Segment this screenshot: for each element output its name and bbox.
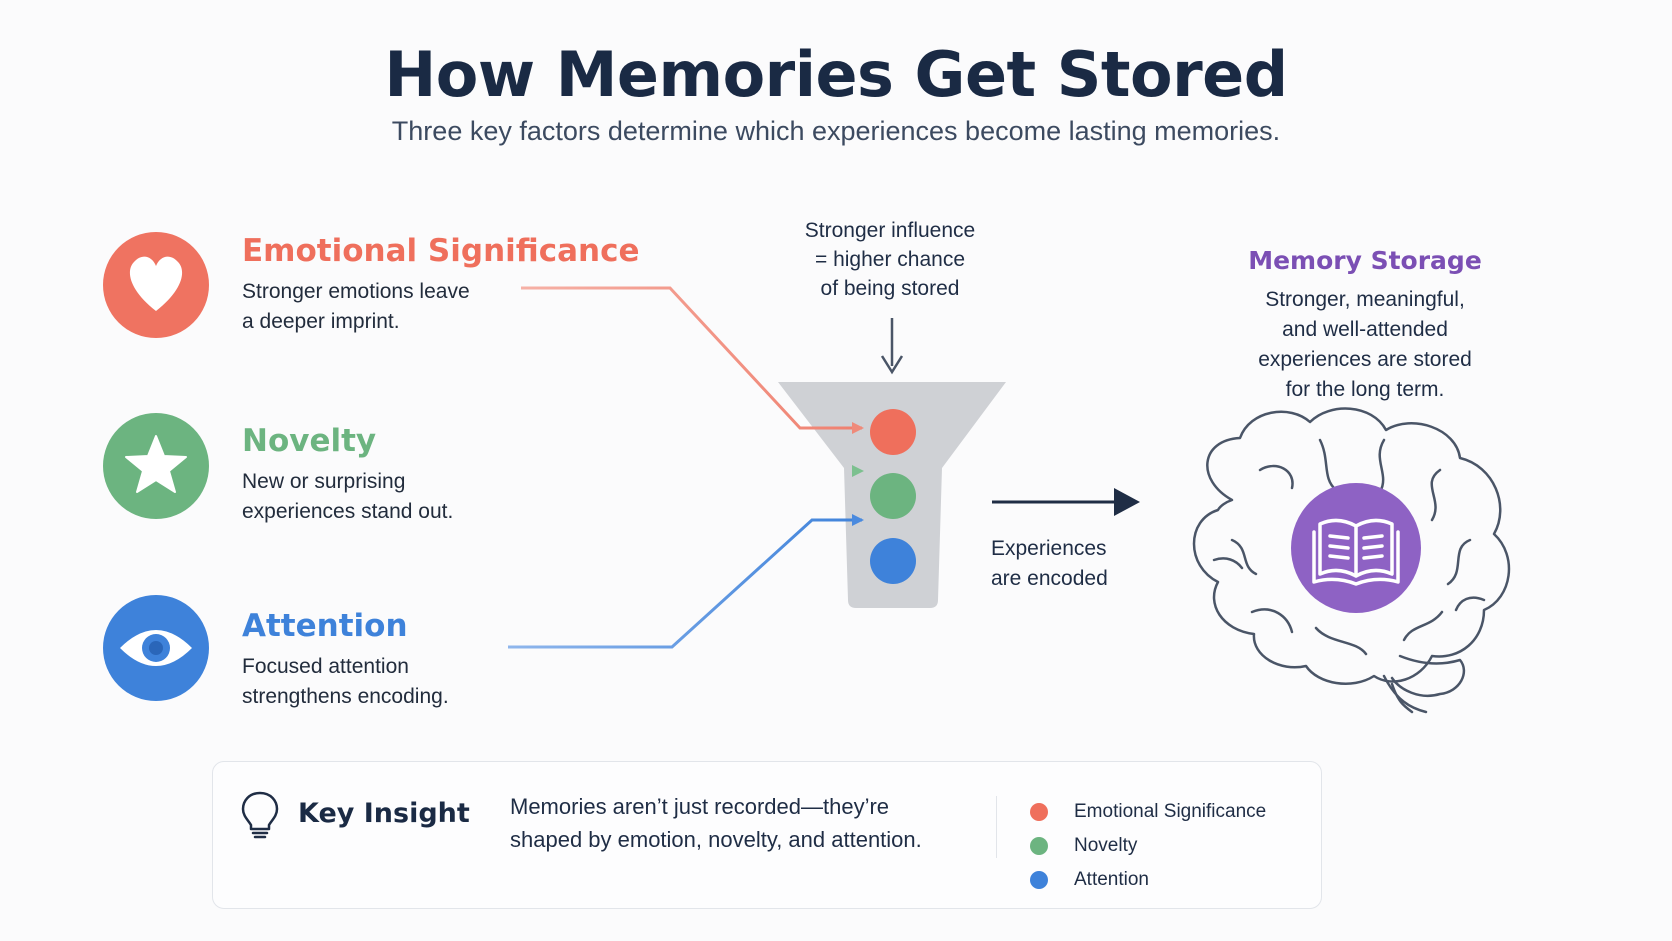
factor-emotional-desc-line2: a deeper imprint. (242, 310, 400, 333)
factor-attention-desc: Focused attention strengthens encoding. (242, 652, 512, 712)
legend-item-emotional: Emotional Significance (1030, 795, 1266, 829)
heart-icon (129, 256, 183, 311)
down-arrow-icon (880, 318, 904, 375)
key-insight-line1: Memories aren’t just recorded—they’re (510, 794, 890, 819)
factor-novelty-desc: New or surprising experiences stand out. (242, 467, 512, 527)
legend-label-emotional: Emotional Significance (1074, 801, 1267, 822)
factor-novelty-title: Novelty (242, 423, 377, 459)
funnel-dot-attention (870, 538, 916, 584)
factor-novelty-desc-line1: New or surprising (242, 470, 406, 493)
factor-emotional: Emotional Significance Stronger emotions… (242, 233, 640, 337)
key-insight-panel (212, 761, 1322, 909)
funnel-note-line2: = higher chance (814, 248, 966, 271)
storage-title: Memory Storage (1248, 246, 1482, 275)
factor-attention-desc-line2: strengthens encoding. (242, 685, 449, 708)
factor-attention-desc-line1: Focused attention (242, 655, 409, 678)
storage-desc-line3: experiences are stored (1258, 348, 1472, 371)
factor-emotional-desc-line1: Stronger emotions leave (242, 280, 470, 303)
lightbulb-icon (241, 791, 279, 839)
right-arrow-icon (992, 488, 1140, 516)
key-insight-title: Key Insight (298, 798, 470, 829)
legend-item-attention: Attention (1030, 863, 1266, 897)
brain-illustration (1192, 407, 1511, 714)
funnel-dot-novelty (870, 473, 916, 519)
storage-desc: Stronger, meaningful, and well-attended … (1225, 285, 1505, 405)
factor-attention-title: Attention (242, 608, 408, 644)
storage-desc-line1: Stronger, meaningful, (1265, 288, 1465, 311)
storage-desc-line2: and well-attended (1282, 318, 1448, 341)
encoded-note: Experiences are encoded (991, 534, 1108, 594)
factor-emotional-title: Emotional Significance (242, 233, 640, 269)
funnel-note: Stronger influence = higher chance of be… (770, 216, 1010, 303)
funnel-note-line1: Stronger influence (804, 219, 976, 242)
eye-icon (120, 630, 192, 666)
encoded-note-line2: are encoded (991, 567, 1108, 590)
star-icon (125, 435, 187, 493)
key-insight-text: Memories aren’t just recorded—they’re sh… (510, 790, 980, 856)
factor-attention: Attention Focused attention strengthens … (242, 608, 512, 712)
legend-dot-attention (1030, 871, 1048, 889)
funnel-dot-emotional (870, 409, 916, 455)
emotional-connector (521, 286, 864, 434)
factor-novelty-desc-line2: experiences stand out. (242, 500, 454, 523)
page-title: How Memories Get Stored (384, 38, 1288, 111)
legend: Emotional Significance Novelty Attention (1030, 795, 1266, 897)
factor-novelty: Novelty New or surprising experiences st… (242, 423, 512, 527)
funnel-note-line3: of being stored (820, 277, 960, 300)
attention-connector (508, 514, 864, 649)
legend-label-novelty: Novelty (1074, 835, 1138, 856)
page-subtitle: Three key factors determine which experi… (391, 116, 1281, 146)
factor-emotional-desc: Stronger emotions leave a deeper imprint… (242, 277, 512, 337)
storage-desc-line4: for the long term. (1285, 378, 1445, 401)
legend-dot-emotional (1030, 803, 1048, 821)
encoded-note-line1: Experiences (991, 537, 1107, 560)
insight-divider (996, 796, 997, 858)
key-insight-line2: shaped by emotion, novelty, and attentio… (510, 827, 922, 852)
legend-label-attention: Attention (1074, 869, 1149, 890)
book-icon (1312, 518, 1400, 586)
legend-item-novelty: Novelty (1030, 829, 1266, 863)
legend-dot-novelty (1030, 837, 1048, 855)
